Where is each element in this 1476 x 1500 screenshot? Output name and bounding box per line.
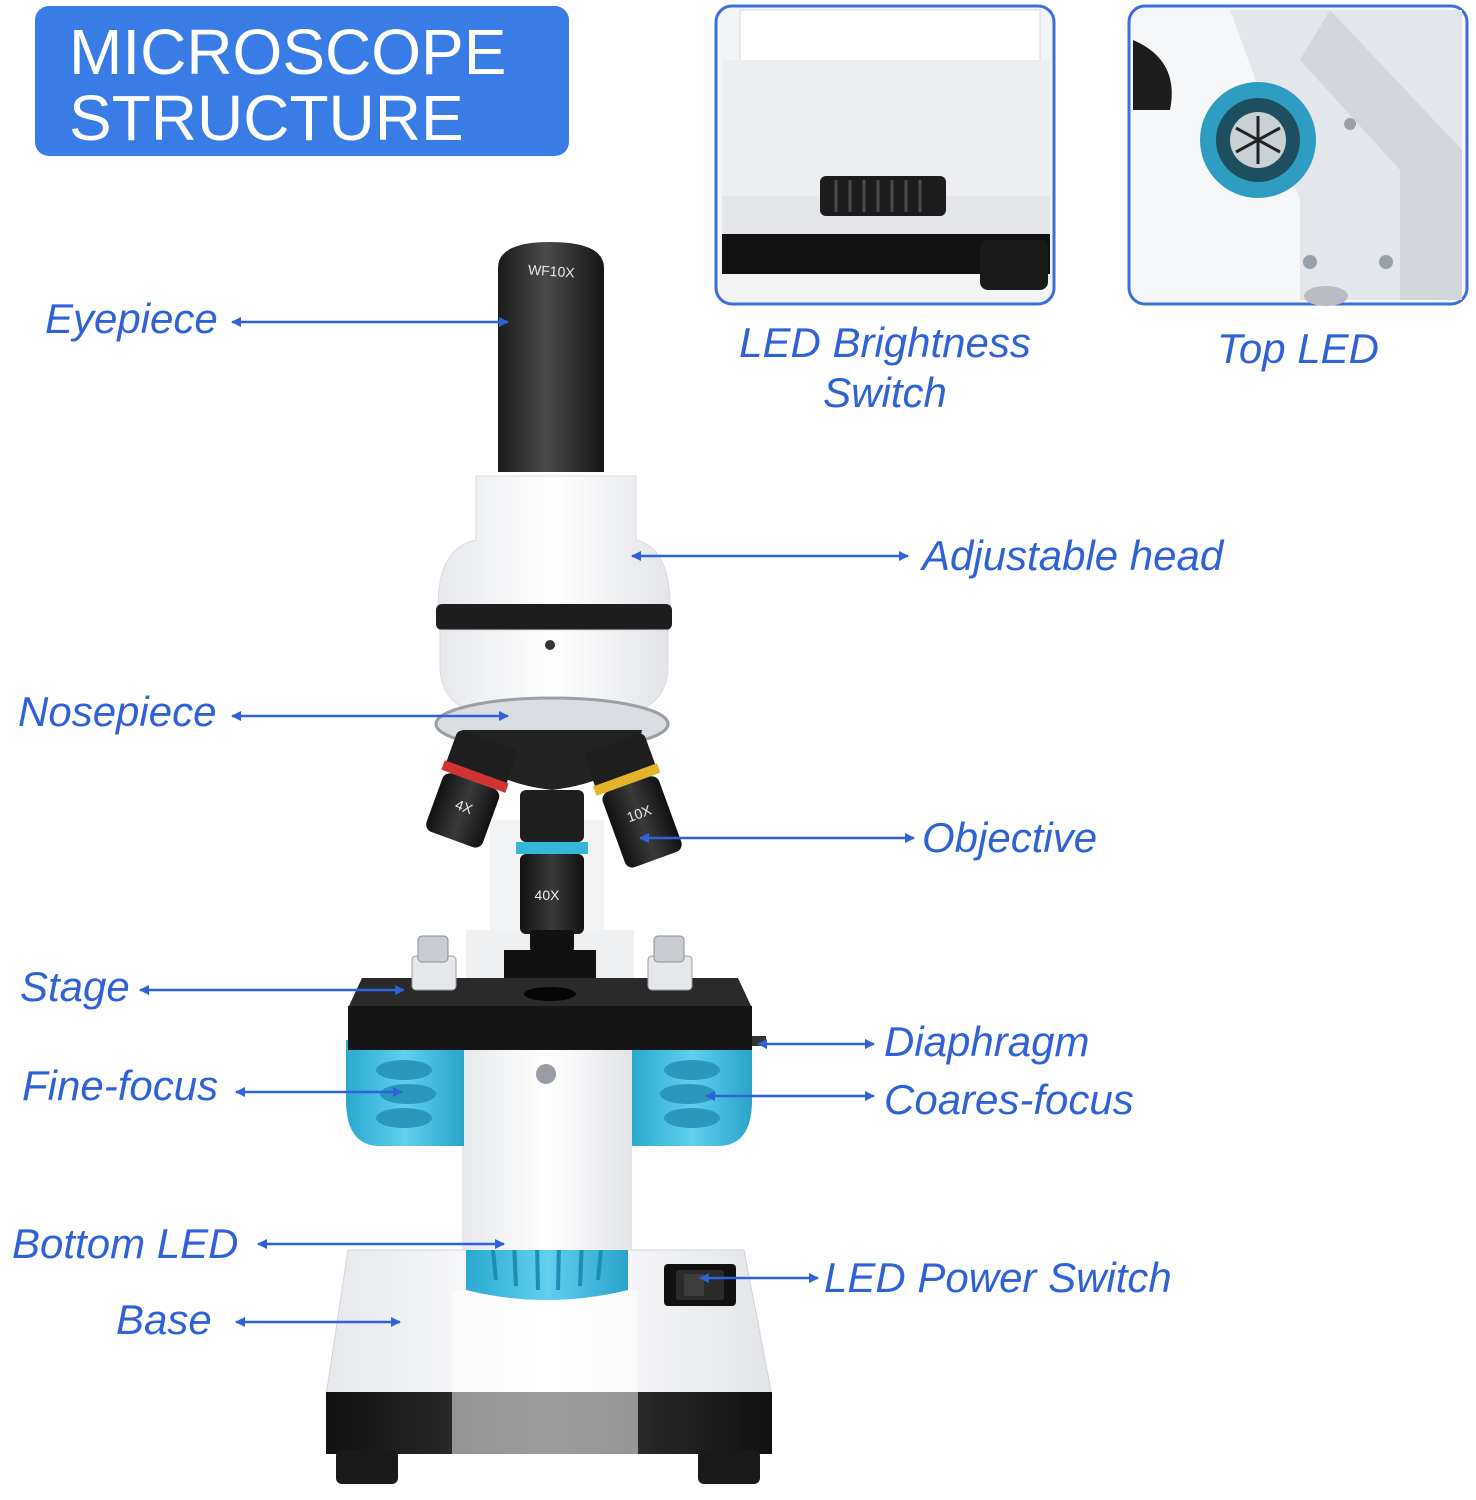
label-objective: Objective [922, 814, 1098, 861]
coarse-focus-knob [632, 1040, 752, 1146]
label-fine-focus: Fine-focus [22, 1062, 219, 1109]
eyepiece: WF10X [498, 242, 604, 472]
title-line-2: STRUCTURE [69, 82, 464, 154]
objective-4x-engraving: 4X [453, 796, 475, 817]
callout-arrows [139, 317, 915, 1327]
caption-brightness-line-2: Switch [823, 369, 947, 416]
objective-4x: 4X [426, 730, 517, 848]
caption-brightness-line-1: LED Brightness [739, 319, 1031, 366]
label-eyepiece: Eyepiece [45, 295, 218, 342]
label-led-power-switch: LED Power Switch [824, 1254, 1172, 1301]
objective-40x: 40X [516, 790, 588, 952]
led-power-switch [664, 1264, 736, 1306]
inset-brightness-switch [714, 4, 1056, 306]
objective-40x-engraving: 40X [535, 887, 561, 903]
label-diaphragm: Diaphragm [884, 1018, 1090, 1065]
caption-top-led: Top LED [1217, 325, 1379, 372]
eyepiece-engraving: WF10X [528, 261, 576, 280]
label-adjustable-head: Adjustable head [922, 532, 1224, 579]
label-base: Base [116, 1296, 212, 1343]
label-coarse-focus: Coares-focus [884, 1076, 1134, 1123]
microscope-stage [348, 935, 766, 1050]
label-stage: Stage [20, 963, 130, 1010]
caption-brightness-switch: LED Brightness Switch [716, 318, 1054, 418]
microscope-base [325, 1249, 773, 1484]
label-nosepiece: Nosepiece [18, 688, 217, 735]
label-bottom-led: Bottom LED [12, 1220, 239, 1267]
objective-10x: 10X [584, 733, 682, 868]
inset-top-led [1127, 4, 1469, 306]
title-line-1: MICROSCOPE [69, 16, 507, 88]
adjustable-head [436, 475, 672, 713]
title-banner: MICROSCOPE STRUCTURE [35, 6, 569, 156]
